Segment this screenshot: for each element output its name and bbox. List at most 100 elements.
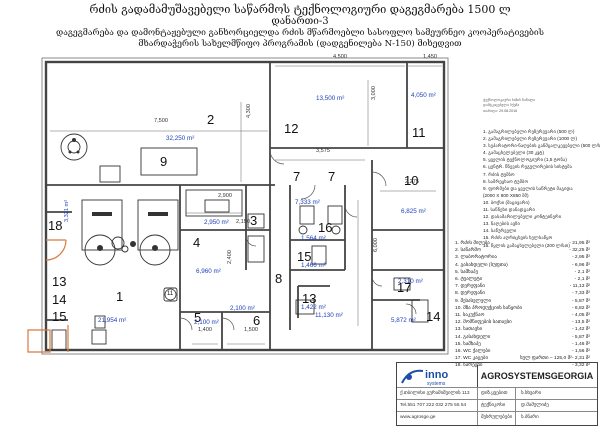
title-block: inno systems AGROSYSTEMSGEORGIA ქ.თბილის…: [396, 362, 598, 426]
room-list-value: - 2,95 მ²: [571, 255, 590, 261]
label-a: დიზ.ყვებით: [481, 391, 508, 396]
equipment-marker: 11: [167, 291, 174, 297]
room-number: 14: [52, 292, 67, 307]
room-list-row: 18. სარეცხი- 3,32 მ²: [455, 362, 590, 369]
room-list-name: 5. საშხაპე: [455, 269, 479, 275]
room-list-value: - 7,33 მ²: [571, 291, 590, 297]
room-number: 3: [250, 213, 258, 228]
outer-wall-face: [41, 57, 449, 355]
equipment-item: 10. ბოქსი (მაცივარი): [483, 199, 530, 205]
equipment-item: 13. ნაღების ავზი: [483, 221, 520, 227]
room-list-value: - 21,95 მ²: [569, 241, 590, 246]
room-area: 6,825 m²: [401, 208, 426, 215]
room-number: 2: [207, 112, 215, 127]
room-list-name: 4. გასახდელი (სუფთა): [455, 262, 508, 268]
room-list-value: - 6,96 მ²: [571, 262, 590, 268]
dimension-label: 1,400: [198, 327, 212, 333]
equipment-item: 7. რძის ტუმბო: [483, 171, 515, 177]
vat-right: [137, 199, 179, 251]
equipment-item: 3. სეპარატორი-ნაღების განმცალკევებელი (5…: [483, 143, 600, 149]
label-b: ტექნიკოსი: [481, 403, 506, 408]
room-area: 13,500 m²: [316, 95, 345, 102]
room-list-name: 2. საწარმო: [455, 248, 481, 254]
equipment-item: 5. ყველის ტექნოლოგიური (1,5 ტონა): [483, 157, 567, 163]
equipment-item: 1. გამაგრილებელი რეზერვუარი (500 ლ): [483, 129, 575, 134]
dimension-label-vertical: 4,300: [246, 104, 252, 118]
room-number: 18: [48, 218, 63, 233]
equipment-item: 8. სამრეცხაო ტუმბო: [483, 178, 529, 184]
equipment-item: 11. საწნეხი დანადგარი: [483, 207, 535, 213]
room-number: 8: [275, 271, 283, 286]
room-list-value: - 2,1 მ²: [574, 277, 590, 283]
equipment-item: 9. ფორმები და ყველის საწრეტი მაგიდა: [483, 185, 573, 191]
dimension-label-vertical: 2,400: [227, 250, 233, 264]
room-number: 13: [302, 291, 317, 306]
room-area: 32,250 m²: [166, 135, 195, 142]
room-number: 10: [404, 173, 419, 188]
room-list-value: - 13,5 მ²: [571, 320, 590, 326]
equipment-item: 12. დასამარილებელი კონტეინერი: [483, 214, 562, 220]
room-list-value: - 4,05 მ²: [571, 313, 590, 319]
equipment-header-line: ტექნოლოგიური ხაზის ნაწილი: [483, 98, 536, 102]
equipment-item: 4. გამაცხელებელი (30 კვტ): [483, 150, 545, 156]
room-area: 2,100 m²: [230, 305, 255, 312]
label-c: შესრულებები: [481, 415, 513, 420]
room-area: 6,960 m²: [196, 268, 221, 275]
phone: Tel.551 707 222 032 275 55 54: [400, 403, 467, 408]
room-list-row: 13. სათავსი- 1,42 მ²: [455, 326, 590, 333]
room-area: 1,564 m²: [301, 235, 326, 242]
room-list-row: 4. გასახდელი (სუფთა) - 6,96 მ²: [455, 262, 590, 269]
outer-wall: [44, 60, 446, 352]
equipment-item: (2000 X 800 X850 მმ): [483, 192, 529, 198]
room-number: 12: [284, 121, 299, 136]
room-number: 11: [412, 125, 426, 140]
room-list-name: 15. საშხაპე: [455, 341, 481, 347]
room-list-name: 9. შესასვლელი: [455, 298, 491, 304]
equipment-item: 14. საწურველი: [483, 228, 517, 234]
door-arcs: [179, 149, 417, 331]
equipment-header-line: დამტკიცებული სქემა: [483, 103, 520, 108]
room-list-name: 8. დერეფანი: [455, 291, 485, 297]
room-list-row: 9. შესასვლელი- 5,87 მ²: [455, 298, 590, 305]
room-list-row: 17. WC კაცები - 2,31 მ²: [455, 355, 590, 362]
room-list-row: 14. გასახდელი- 5,87 მ²: [455, 334, 590, 341]
room-list-row: 7. დერეფანი- 11,13 მ²: [455, 283, 590, 290]
room-list-row: 10. მზა პროდუქციის საწყობი- 6,82 მ²: [455, 305, 590, 312]
room-number: 7: [328, 169, 336, 184]
room-list-name: 18. სარეცხი: [455, 363, 483, 369]
room-list-row: 6. ტუალეტი- 2,1 მ²: [455, 276, 590, 283]
equipment-item: 6. ცენტრ. წნევის რეგულირების სისტემა: [483, 164, 572, 170]
room-list-value: - 1,56 მ²: [571, 349, 590, 355]
dimension-label: 3,575: [316, 148, 330, 154]
dimension-label: 2,150: [236, 219, 250, 225]
room-number: 4: [193, 235, 201, 250]
company-logo: inno systems: [399, 365, 475, 387]
doors: [27, 239, 69, 353]
room-number: 9: [160, 154, 168, 169]
room-area: 5,872 m²: [391, 317, 416, 324]
room-list-name: 17. WC კაცები: [455, 356, 488, 362]
room-list-name: 16. WC ქალები: [455, 349, 491, 355]
draining-table: [140, 147, 198, 176]
website: www.agrosge.ge: [400, 415, 436, 420]
logo-text: inno: [425, 369, 448, 381]
vat-left: [81, 199, 123, 251]
dimension-label: 4,500: [333, 54, 347, 60]
equipment-shapes: [51, 133, 429, 351]
room-number: 16: [318, 220, 333, 235]
dimension-label-vertical: 6,000: [373, 238, 379, 252]
room-list-value: - 11,13 მ²: [569, 284, 590, 290]
room-area: 2,310 m²: [398, 278, 423, 285]
room-list-value: - 2,31 მ²: [571, 356, 590, 362]
room-number: 17: [397, 280, 412, 295]
room-area: 21,954 m²: [98, 317, 127, 324]
room-list-row: 15. საშხაპე- 1,46 მ²: [455, 341, 590, 348]
address: ქ.თბილისი გურამიშვილის 113: [400, 391, 470, 396]
total-area: სულ ფართი – 125,0 მ²: [520, 356, 572, 361]
room-number: 1: [116, 289, 124, 304]
room-list-value: - 2,1 მ²: [574, 269, 590, 275]
dimension-label: 7,500: [154, 118, 168, 124]
room-number: 13: [52, 274, 67, 289]
